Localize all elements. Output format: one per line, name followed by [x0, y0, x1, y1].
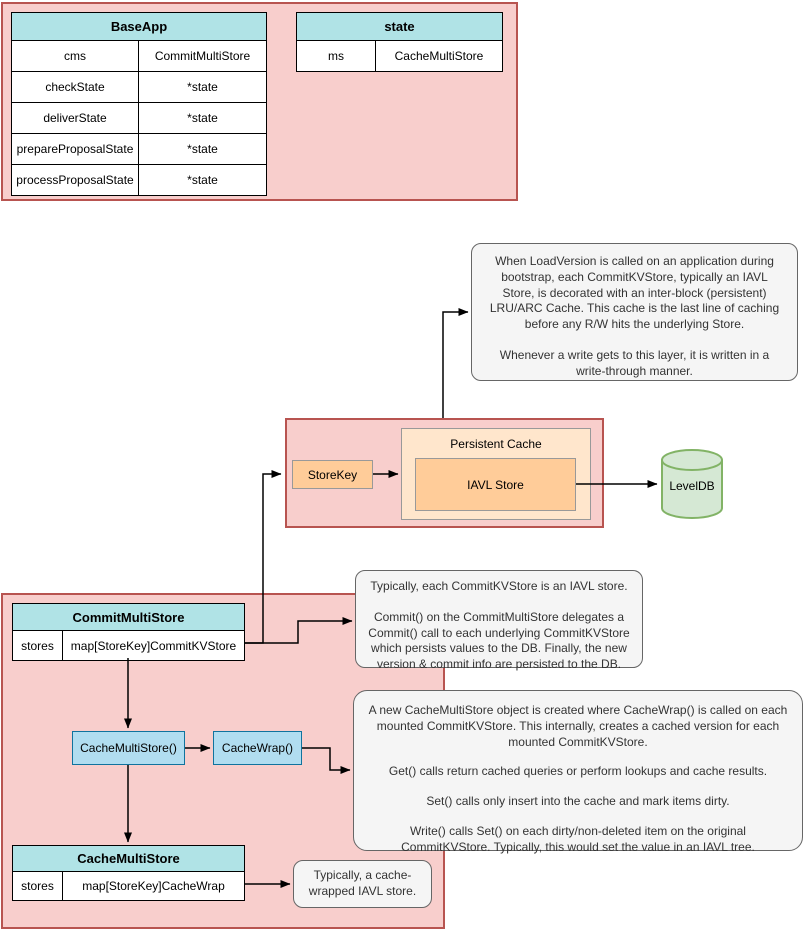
- field-name: stores: [13, 631, 63, 660]
- note-text: Typically, each CommitKVStore is an IAVL…: [370, 579, 628, 593]
- connector-cachegroup-to-loadversion-note: [442, 308, 469, 418]
- note-text: Get() calls return cached queries or per…: [388, 764, 768, 779]
- cachemultistore-class-table: CacheMultiStore stores map[StoreKey]Cach…: [12, 845, 245, 901]
- field-type: map[StoreKey]CacheWrap: [82, 879, 225, 893]
- cachemultistore-fn-box: CacheMultiStore(): [72, 731, 185, 765]
- state-class-table: state ms CacheMultiStore: [296, 12, 503, 72]
- cachewrap-fn-label: CacheWrap(): [221, 741, 294, 755]
- field-type: CacheMultiStore: [394, 49, 484, 63]
- iavl-store-box: IAVL Store: [415, 458, 576, 511]
- field-type: *state: [187, 142, 218, 156]
- field-type: *state: [187, 173, 218, 187]
- storekey-box: StoreKey: [292, 460, 373, 489]
- field-type: *state: [187, 80, 218, 94]
- note-cache-wrap: A new CacheMultiStore object is created …: [353, 690, 803, 854]
- cachewrap-fn-box: CacheWrap(): [213, 731, 302, 765]
- note-text: Typically, a cache-wrapped IAVL store.: [308, 868, 417, 898]
- field-name: stores: [13, 872, 63, 900]
- leveldb-cylinder: LevelDB: [660, 448, 724, 520]
- table-row: stores map[StoreKey]CacheWrap: [13, 872, 244, 900]
- note-commit: Typically, each CommitKVStore is an IAVL…: [355, 570, 643, 671]
- table-row: processProposalState *state: [12, 164, 266, 195]
- note-text: When LoadVersion is called on an applica…: [489, 254, 780, 332]
- table-row: stores map[StoreKey]CommitKVStore: [13, 631, 244, 660]
- field-name: processProposalState: [12, 165, 139, 195]
- leveldb-label: LevelDB: [669, 479, 715, 493]
- table-row: cms CommitMultiStore: [12, 41, 266, 71]
- field-name: checkState: [12, 72, 139, 102]
- note-text: Set() calls only insert into the cache a…: [426, 794, 730, 809]
- cachemultistore-table-title: CacheMultiStore: [13, 846, 244, 872]
- note-text: Commit() on the CommitMultiStore delegat…: [368, 609, 630, 672]
- table-row: deliverState *state: [12, 102, 266, 133]
- note-cache-wrapped: Typically, a cache-wrapped IAVL store.: [293, 860, 432, 908]
- field-type: CommitMultiStore: [154, 49, 251, 63]
- field-name: cms: [12, 41, 139, 71]
- field-type: *state: [187, 111, 218, 125]
- note-text: Whenever a write gets to this layer, it …: [499, 348, 770, 378]
- persistent-cache-label: Persistent Cache: [450, 437, 542, 451]
- storekey-label: StoreKey: [307, 467, 358, 482]
- field-name: ms: [297, 41, 376, 71]
- baseapp-table-title: BaseApp: [12, 13, 266, 41]
- note-text: A new CacheMultiStore object is created …: [368, 703, 788, 749]
- commitmultistore-class-table: CommitMultiStore stores map[StoreKey]Com…: [12, 603, 245, 661]
- table-row: prepareProposalState *state: [12, 133, 266, 164]
- table-row: checkState *state: [12, 71, 266, 102]
- note-text: Write() calls Set() on each dirty/non-de…: [401, 824, 755, 854]
- field-type: map[StoreKey]CommitKVStore: [70, 638, 237, 653]
- field-name: deliverState: [12, 103, 139, 133]
- database-icon: [661, 449, 723, 519]
- baseapp-class-table: BaseApp cms CommitMultiStore checkState …: [11, 12, 267, 196]
- commitmultistore-table-title: CommitMultiStore: [13, 604, 244, 631]
- note-load-version: When LoadVersion is called on an applica…: [471, 243, 798, 381]
- cachemultistore-fn-label: CacheMultiStore(): [80, 741, 177, 755]
- iavl-store-label: IAVL Store: [467, 477, 524, 492]
- table-row: ms CacheMultiStore: [297, 41, 502, 71]
- state-table-title: state: [297, 13, 502, 41]
- field-name: prepareProposalState: [12, 134, 139, 164]
